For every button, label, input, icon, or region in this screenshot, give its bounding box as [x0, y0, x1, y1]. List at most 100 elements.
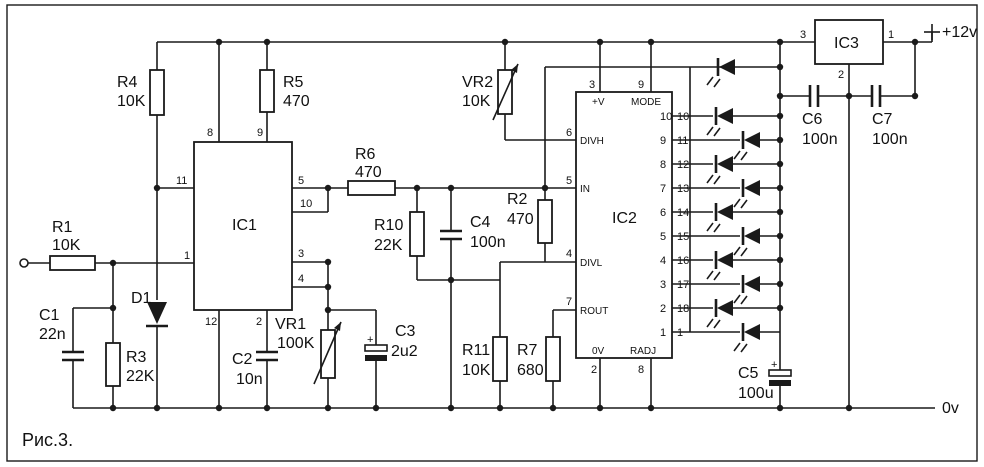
- ic2-pin-outer-16: 16: [677, 255, 689, 267]
- input-terminal: [19, 258, 50, 268]
- resistor-r10: R10 22K: [374, 188, 500, 281]
- c1-value: 22n: [39, 326, 66, 343]
- r3-value: 22K: [126, 368, 155, 385]
- c2-value: 10n: [236, 371, 263, 388]
- ic1-pin-1: 1: [184, 250, 190, 262]
- ic2-pin-outer-15: 15: [677, 231, 689, 243]
- c2-ref: C2: [232, 351, 253, 368]
- led-3: [706, 155, 733, 185]
- ic3-label: IC3: [834, 35, 859, 52]
- vr2-ref: VR2: [462, 74, 493, 91]
- ic2-pin-3: 3: [589, 79, 595, 91]
- ic2-pin-outer-10: 10: [677, 111, 689, 123]
- led-8: [733, 275, 760, 305]
- r2-ref: R2: [507, 191, 528, 208]
- ic2-pin-outer-11: 11: [677, 135, 688, 147]
- capacitor-c3: + C3 2u2: [328, 309, 418, 408]
- ic2-pin-outer-17: 17: [677, 279, 689, 291]
- ic2-pin-in-name: IN: [580, 184, 590, 195]
- ic1-pin-9: 9: [257, 127, 263, 139]
- ic2-pin-8: 8: [638, 364, 644, 376]
- r10-ref: R10: [374, 217, 403, 234]
- r4-ref: R4: [117, 74, 138, 91]
- ic2-pin-inner-4: 4: [660, 255, 666, 267]
- r6-value: 470: [355, 164, 382, 181]
- ic1-pin-10: 10: [300, 198, 312, 210]
- resistor-r2: R2 470: [507, 188, 553, 262]
- ic3: IC3 3 1 2: [800, 19, 894, 408]
- d1-ref: D1: [131, 290, 152, 307]
- c7-value: 100n: [872, 131, 908, 148]
- c6-ref: C6: [802, 111, 823, 128]
- ic2-pin-inner-8: 8: [660, 159, 666, 171]
- led-top: [706, 58, 735, 88]
- c6-value: 100n: [802, 131, 838, 148]
- ic2-label: IC2: [612, 210, 637, 227]
- ic2-pin-4: 4: [566, 248, 572, 260]
- ic3-pin-1: 1: [888, 29, 894, 41]
- resistor-r11: R11 10K: [462, 261, 576, 408]
- ic1-pin-3: 3: [298, 248, 304, 260]
- led-4: [733, 179, 760, 209]
- c5-value: 100u: [738, 385, 774, 402]
- led-10: [733, 323, 760, 353]
- ic2-pin-outer-13: 13: [677, 183, 689, 195]
- capacitor-c7: C7 100n: [870, 42, 916, 148]
- ic2-pin-divh-name: DIVH: [580, 136, 604, 147]
- ic2-pin-inner-9: 9: [660, 135, 666, 147]
- c4-value: 100n: [470, 234, 506, 251]
- vr1-value: 100K: [277, 335, 315, 352]
- r7-value: 680: [517, 362, 544, 379]
- ic2-pin-radj-name: RADJ: [630, 346, 656, 357]
- r5-ref: R5: [283, 74, 304, 91]
- ic2-pin-outer-18: 18: [677, 303, 689, 315]
- c3-value: 2u2: [391, 343, 418, 360]
- resistor-r7: R7 680: [517, 309, 576, 408]
- ic2-pin-5: 5: [566, 175, 572, 187]
- potentiometer-vr2: VR2 10K: [462, 42, 576, 141]
- led-array: [672, 58, 780, 353]
- led-5: [706, 203, 733, 233]
- ic2-pin-outer-14: 14: [677, 207, 689, 219]
- vr2-value: 10K: [462, 93, 491, 110]
- vr1-ref: VR1: [275, 316, 306, 333]
- capacitor-c4: C4 100n: [440, 188, 506, 408]
- r1-ref: R1: [52, 219, 73, 236]
- ic1-label: IC1: [232, 217, 257, 234]
- r7-ref: R7: [517, 342, 538, 359]
- resistor-r1: R1 10K: [49, 219, 96, 271]
- ic3-pin-2: 2: [838, 69, 844, 81]
- c3-ref: C3: [395, 323, 416, 340]
- resistor-r4: R4 10K: [117, 42, 165, 300]
- c4-ref: C4: [470, 214, 491, 231]
- capacitor-c5: + C5 100u: [738, 359, 792, 408]
- capacitor-c1: C1 22n: [39, 263, 114, 408]
- ic2-pin-inner-3: 3: [660, 279, 666, 291]
- ic1-pin-5: 5: [298, 175, 304, 187]
- led-6: [733, 227, 760, 257]
- ic2-pin-inner-2: 2: [660, 303, 666, 315]
- diode-d1: D1: [131, 290, 168, 408]
- ic2-supply-link: [544, 66, 780, 188]
- c7-ref: C7: [872, 111, 893, 128]
- resistor-r6: R6 470: [347, 146, 576, 196]
- ic2-pin-inner-5: 5: [660, 231, 666, 243]
- r10-value: 22K: [374, 237, 403, 254]
- r6-ref: R6: [355, 146, 376, 163]
- ic1-pin-2: 2: [256, 316, 262, 328]
- ic2: IC2 3 9 +V MODE 6 5 4 7 DIVH IN DIVL ROU…: [566, 42, 673, 408]
- capacitor-c6: C6 100n: [780, 85, 872, 148]
- supply-label: +12v: [942, 24, 977, 41]
- ic2-pin-outer-1: 1: [677, 327, 683, 339]
- ic1-pin-4: 4: [298, 273, 304, 285]
- led-2: [733, 131, 760, 161]
- svg-text:+: +: [367, 334, 373, 346]
- diagram-border: [6, 4, 978, 462]
- ic2-pin-divl-name: DIVL: [580, 258, 603, 269]
- ic2-pin-2: 2: [591, 364, 597, 376]
- ic2-pin-6: 6: [566, 127, 572, 139]
- ic2-pin-vplus-name: +V: [592, 97, 605, 108]
